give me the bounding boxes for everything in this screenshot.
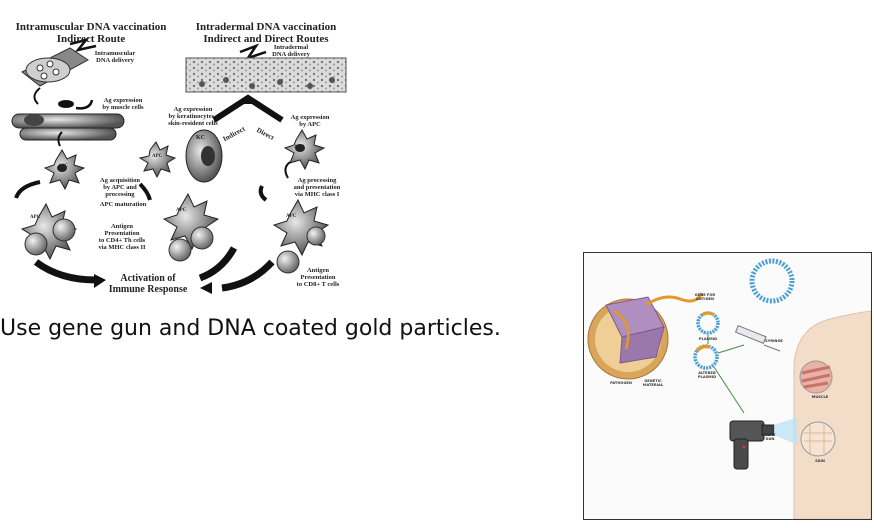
pathogen-icon xyxy=(587,296,669,380)
gene-strand-icon xyxy=(645,292,704,307)
gene-gun-diagram: GENE FOR ANTIGEN PLASMID ALTERED PLASMID… xyxy=(583,252,872,520)
label-apc-3: APC xyxy=(58,164,69,169)
label-ag-expression-keratinocytes: Ag expression by keratinocytes / skin-re… xyxy=(168,106,218,127)
label-antigen-presentation-cd8: Antigen Presentation to CD8+ T cells xyxy=(296,267,340,288)
label-id-delivery: Intradermal DNA delivery xyxy=(272,44,310,58)
title-indirect-direct: Indirect and Direct Routes xyxy=(203,33,329,45)
muscle-bundle-icon xyxy=(21,47,89,87)
activation-arrow-right xyxy=(221,259,275,292)
apc-presenting-icon-2 xyxy=(162,192,220,262)
label-altered-plasmid: ALTERED PLASMID xyxy=(697,371,717,379)
body-silhouette xyxy=(793,310,871,519)
label-ag-expression-apc: Ag expression by APC xyxy=(290,114,330,128)
title-intramuscular: Intramuscular DNA vaccination xyxy=(15,21,167,33)
pathway-graphic xyxy=(11,37,347,294)
label-activation: Activation of xyxy=(120,273,176,284)
skin-section xyxy=(185,57,347,93)
label-antigen-presentation-cd4: Antigen Presentation to CD4+ Th cells vi… xyxy=(98,223,146,251)
label-ag-processing: Ag processing and presentation via MHC c… xyxy=(293,177,341,198)
plasmid-icon xyxy=(696,311,720,335)
activation-arrow-mid xyxy=(198,246,238,282)
title-intradermal: Intradermal DNA vaccination xyxy=(195,21,337,33)
label-genetic-material: GENETIC MATERIAL xyxy=(642,379,664,387)
label-syringe: SYRINGE xyxy=(765,339,783,343)
activation-arrow-left xyxy=(33,259,97,284)
injection-bolt-icon xyxy=(69,37,97,52)
label-im-delivery: Intramuscular DNA delivery xyxy=(94,50,136,64)
dna-vaccination-diagram: Intramuscular DNA vaccination Indirect R… xyxy=(0,0,360,300)
label-pathogen: PATHOGEN xyxy=(610,381,632,385)
injection-bolt-icon-2 xyxy=(239,43,267,61)
apc-acquisition-icon xyxy=(43,149,86,191)
caption-text: Use gene gun and DNA coated gold particl… xyxy=(0,316,501,341)
label-ag-acquisition: Ag acquisition by APC and processing xyxy=(100,177,140,198)
label-kc: KC xyxy=(196,135,205,141)
apc-direct-icon xyxy=(283,129,326,171)
label-apc-maturation: APC maturation xyxy=(99,201,147,208)
title-indirect-route: Indirect Route xyxy=(56,33,126,45)
apc-presenting-icon-3 xyxy=(272,198,330,274)
gene-gun-graphic xyxy=(587,258,871,519)
muscle-cell-icon xyxy=(11,113,125,141)
label-muscle: MUSCLE xyxy=(811,395,829,399)
label-immune-response: Immune Response xyxy=(108,284,188,295)
skin-inset-icon xyxy=(800,421,836,457)
muscle-inset-icon xyxy=(799,360,833,394)
label-apc-1: APC xyxy=(152,154,163,159)
label-skin: SKIN xyxy=(815,459,825,463)
label-apc-6: APC xyxy=(286,214,297,219)
label-apc-4: APC xyxy=(30,215,41,220)
label-ag-expression-muscle: Ag expression by muscle cells xyxy=(102,97,144,111)
label-apc-5: APC xyxy=(176,208,187,213)
particle-spray-icon xyxy=(774,417,798,445)
apc-small-icon xyxy=(138,141,177,179)
label-apc-2: APC xyxy=(294,145,305,150)
apc-presenting-icon-1 xyxy=(20,202,78,261)
label-plasmid: PLASMID xyxy=(698,337,718,341)
label-gene-gun: GENE GUN xyxy=(764,433,776,441)
syringe-icon xyxy=(734,324,781,352)
plasmid-large-icon xyxy=(749,258,795,304)
keratinocyte-icon xyxy=(185,129,223,183)
gene-gun-icon xyxy=(729,417,798,470)
label-gene-for-antigen: GENE FOR ANTIGEN xyxy=(694,293,716,301)
